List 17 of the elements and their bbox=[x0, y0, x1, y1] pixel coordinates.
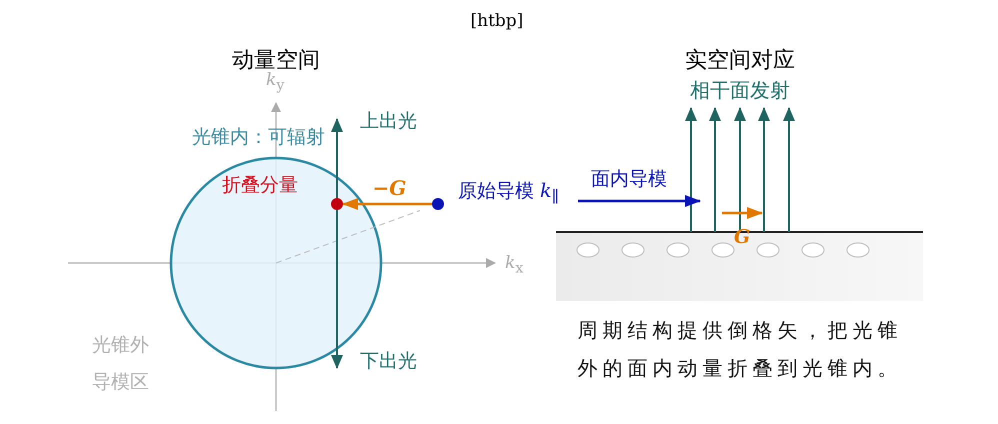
vector-label: G bbox=[734, 227, 750, 249]
mode-dot bbox=[432, 198, 444, 210]
axis-label: k$_{y}$ bbox=[266, 70, 284, 94]
region-label: 光锥外导模区 bbox=[92, 333, 150, 395]
component-label: 折叠分量 bbox=[222, 175, 298, 197]
mode-label: 面内导模 bbox=[591, 169, 667, 191]
emission-label: 下出光 bbox=[360, 351, 417, 373]
placement-note: [htbp] bbox=[470, 12, 524, 32]
arrow bbox=[342, 198, 432, 210]
region-label: 光锥内：可辐射 bbox=[192, 127, 325, 149]
emission-label: 相干面发射 bbox=[690, 78, 790, 102]
mode-label: 原始导模 k$_{∥}$ bbox=[458, 180, 559, 206]
panel-title: 实空间对应 bbox=[685, 48, 795, 73]
axis-label: k$_{x}$ bbox=[505, 254, 524, 276]
caption-text: 周期结构提供倒格矢，把光锥外的面内动量折叠到光锥内。 bbox=[576, 317, 904, 382]
panel-title: 动量空间 bbox=[232, 48, 320, 72]
emission-label: 上出光 bbox=[360, 111, 417, 133]
